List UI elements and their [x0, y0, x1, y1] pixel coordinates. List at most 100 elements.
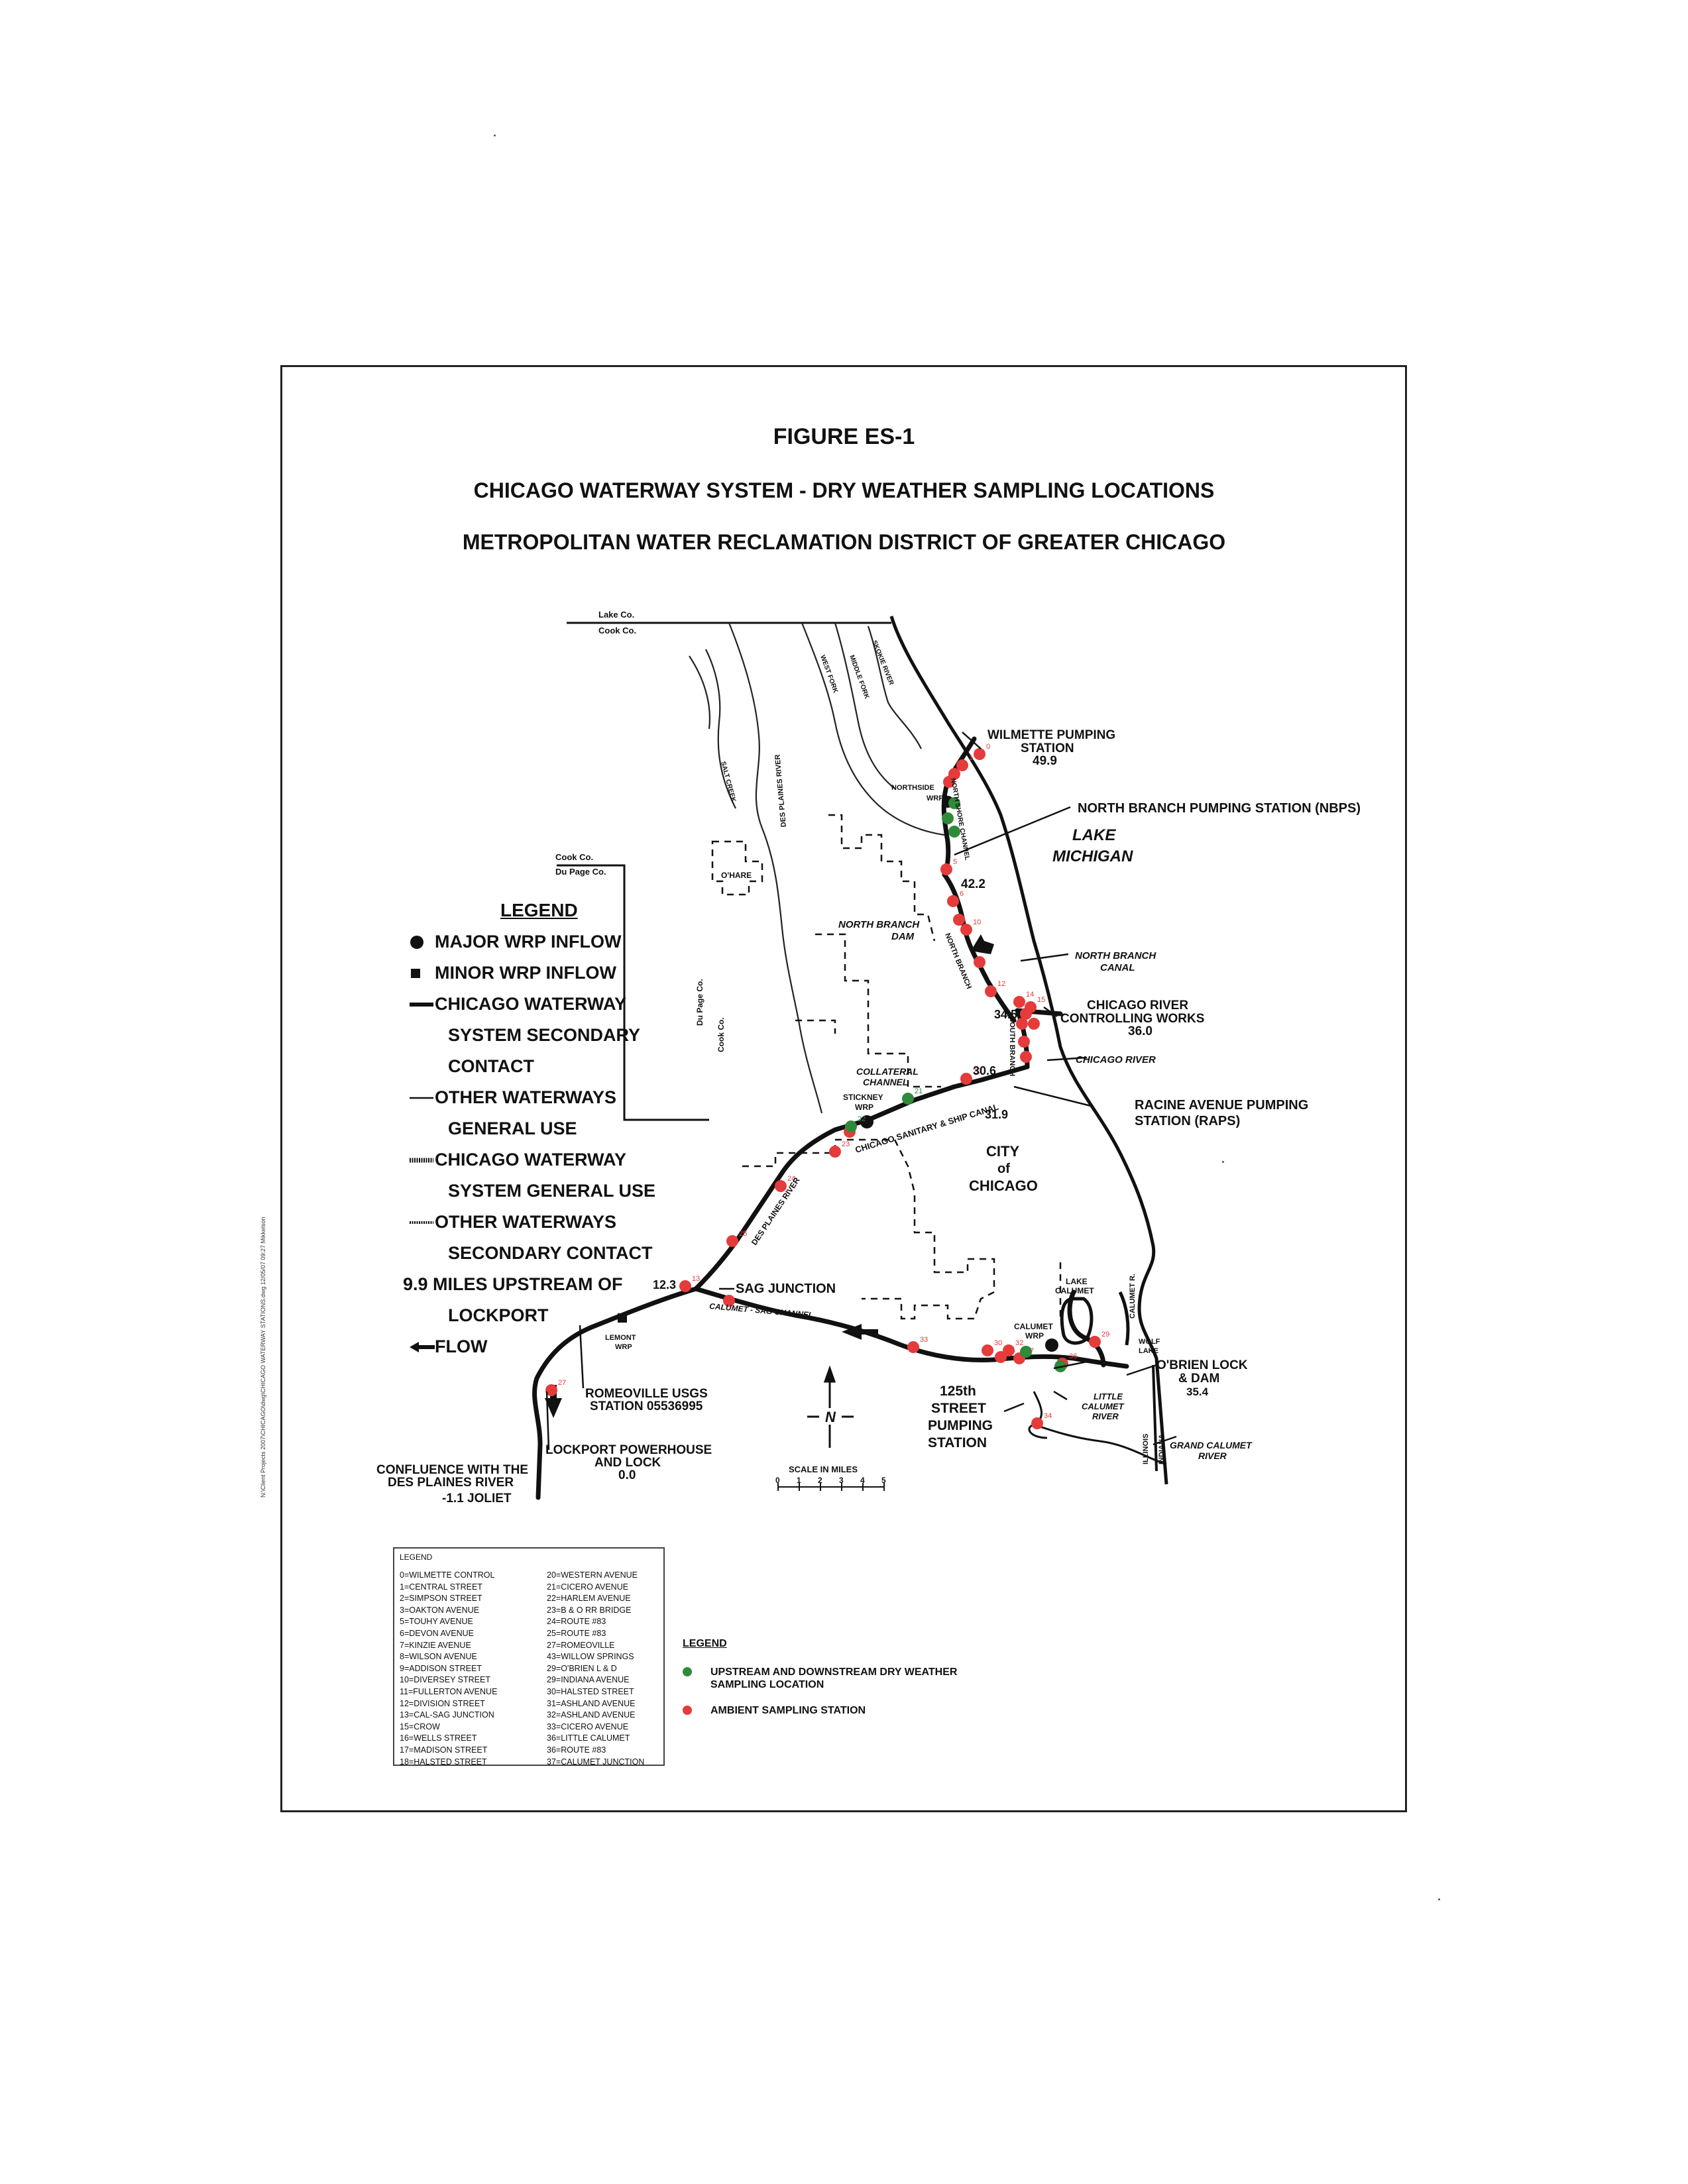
ambient-station-marker [974, 956, 985, 968]
lockport-label-1: LOCKPORT POWERHOUSE [545, 1443, 712, 1457]
station-number-label: 14 [1026, 991, 1034, 999]
scan-speck [494, 135, 496, 136]
lake-michigan-shoreline [889, 616, 1168, 1485]
upstream-downstream-station-marker [902, 1093, 914, 1105]
scale-title: SCALE IN MILES [789, 1464, 858, 1474]
legend-item-line: SECONDARY CONTACT [410, 1238, 655, 1269]
station-number-label: 0 [986, 743, 990, 751]
st125-label-3: PUMPING [928, 1418, 993, 1433]
scan-speck [1222, 1161, 1224, 1163]
wolf-lake-label-1: WOLF [1139, 1338, 1160, 1346]
station-index-entry: 0=WILMETTE CONTROL [400, 1570, 495, 1580]
upstream-downstream-station-marker [942, 812, 954, 824]
nb-canal-label-1: NORTH BRANCH [1075, 950, 1156, 961]
cook-co-top-label: Cook Co. [598, 626, 636, 635]
sanitary-canal-label: CHICAGO SANITARY & SHIP CANAL [854, 1102, 999, 1155]
ohare-label: O'HARE [721, 871, 752, 880]
thin-line-symbol-icon [410, 1095, 435, 1101]
calumet-wrp-label-2: WRP [1025, 1331, 1044, 1340]
legend-label: CHICAGO WATERWAY [435, 994, 627, 1014]
legend-item-line: LOCKPORT [410, 1300, 655, 1331]
ambient-station-marker [723, 1295, 735, 1307]
upstream-downstream-station-marker [948, 826, 960, 838]
calumet-wrp-marker [1045, 1338, 1058, 1352]
northside-wrp-label-1: NORTHSIDE [891, 784, 934, 792]
ambient-station-marker [1018, 1036, 1030, 1048]
scale-tick: 0 [775, 1476, 780, 1485]
calumet-river-east [1118, 1291, 1130, 1346]
station-index-entry: 22=HARLEM AVENUE [547, 1594, 631, 1604]
des-plaines-tributary [689, 655, 710, 730]
lake-calumet-label-2: CALUMET [1055, 1286, 1094, 1295]
station-index-entry: 30=HALSTED STREET [547, 1686, 634, 1696]
leader-lines [545, 732, 1177, 1450]
station-index-entry: 21=CICERO AVENUE [547, 1582, 629, 1592]
ambient-station-marker [960, 1073, 972, 1085]
station-index-entry: 12=DIVISION STREET [400, 1698, 485, 1708]
station-index-entry: 24=ROUTE #83 [547, 1617, 606, 1627]
stickney-wrp-marker [860, 1115, 873, 1128]
legend-item-line: GENERAL USE [410, 1113, 655, 1144]
northside-wrp-label-2: WRP [927, 794, 944, 802]
ambient-station-marker [1089, 1336, 1101, 1348]
legend-item-line: SYSTEM SECONDARY [410, 1020, 655, 1051]
minor-wrp-symbol-icon [410, 967, 435, 979]
station-number-label: 34 [1044, 1412, 1052, 1420]
figure-frame [280, 365, 1407, 1812]
lockport-label-2: AND LOCK [594, 1456, 661, 1470]
little-calumet-label-1: LITTLE [1094, 1392, 1123, 1401]
legend-label: SECONDARY CONTACT [448, 1243, 653, 1263]
major-wrp-symbol-icon [410, 935, 435, 950]
red-dot-icon [683, 1706, 692, 1715]
wilmette-label-3: 49.9 [1033, 754, 1057, 768]
calumet-wrp-label-1: CALUMET [1014, 1322, 1053, 1331]
legend-label: FLOW [435, 1337, 488, 1356]
west-fork [801, 622, 945, 836]
station-index-entry: 18=HALSTED STREET [400, 1757, 487, 1767]
lemont-label-1: LEMONT [605, 1334, 636, 1342]
lake-michigan-label-1: LAKE [1072, 826, 1116, 844]
wolf-lake-label-2: LAKE [1139, 1347, 1158, 1355]
ambient-station-marker [940, 863, 952, 875]
legend-item-general-use: OTHER WATERWAYS [410, 1082, 655, 1113]
hatched-thin-symbol-icon [410, 1219, 435, 1226]
station-index-entry: 7=KINZIE AVENUE [400, 1640, 471, 1650]
legend-item-minor-wrp: MINOR WRP INFLOW [410, 957, 655, 989]
south-branch-vertical-label: SOUTH BRANCH [1008, 1017, 1016, 1076]
thick-line-symbol-icon [410, 1001, 435, 1008]
scale-tick: 4 [860, 1476, 865, 1485]
city-label-1: CITY [986, 1143, 1019, 1160]
station-index-entry: 11=FULLERTON AVENUE [400, 1686, 498, 1696]
ambient-station-marker [947, 895, 959, 907]
lockport-label-3: 0.0 [618, 1468, 636, 1482]
legend-label: GENERAL USE [448, 1119, 577, 1138]
station-index-entry: 13=CAL-SAG JUNCTION [400, 1710, 494, 1720]
station-index-entry: 31=ASHLAND AVENUE [547, 1698, 636, 1708]
dupage-co-label: Du Page Co. [555, 867, 606, 877]
sampling-legend-label: UPSTREAM AND DOWNSTREAM DRY WEATHER [710, 1666, 958, 1678]
nb-dam-label-2: DAM [891, 931, 915, 942]
station-number-label: 32 [1015, 1339, 1023, 1347]
mile-30-label: 30.6 [973, 1064, 996, 1077]
station-index-entry: 10=DIVERSEY STREET [400, 1675, 490, 1685]
legend-item-line: CONTACT [410, 1051, 655, 1082]
station-number-label: 13 [692, 1275, 700, 1283]
legend-label: CHICAGO WATERWAY [435, 1150, 627, 1170]
confluence-label-3: -1.1 JOLIET [442, 1492, 512, 1505]
scale-tick: 3 [839, 1476, 844, 1485]
cook-dupage-county-line [557, 864, 709, 1121]
station-index-entry: 37=CALUMET JUNCTION [547, 1757, 645, 1767]
sampling-legend-item-ambient: AMBIENT SAMPLING STATION [683, 1704, 957, 1717]
city-boundary [711, 814, 1062, 1320]
ambient-station-marker [1016, 1018, 1028, 1030]
stickney-label-1: STICKNEY [843, 1093, 883, 1102]
middle-fork [834, 622, 895, 789]
figure-organization: METROPOLITAN WATER RECLAMATION DISTRICT … [462, 530, 1226, 554]
station-index-entry: 9=ADDISON STREET [400, 1663, 482, 1673]
ambient-station-marker [953, 914, 965, 926]
legend-label: OTHER WATERWAYS [435, 1087, 617, 1107]
legend-label: SYSTEM GENERAL USE [448, 1181, 656, 1201]
